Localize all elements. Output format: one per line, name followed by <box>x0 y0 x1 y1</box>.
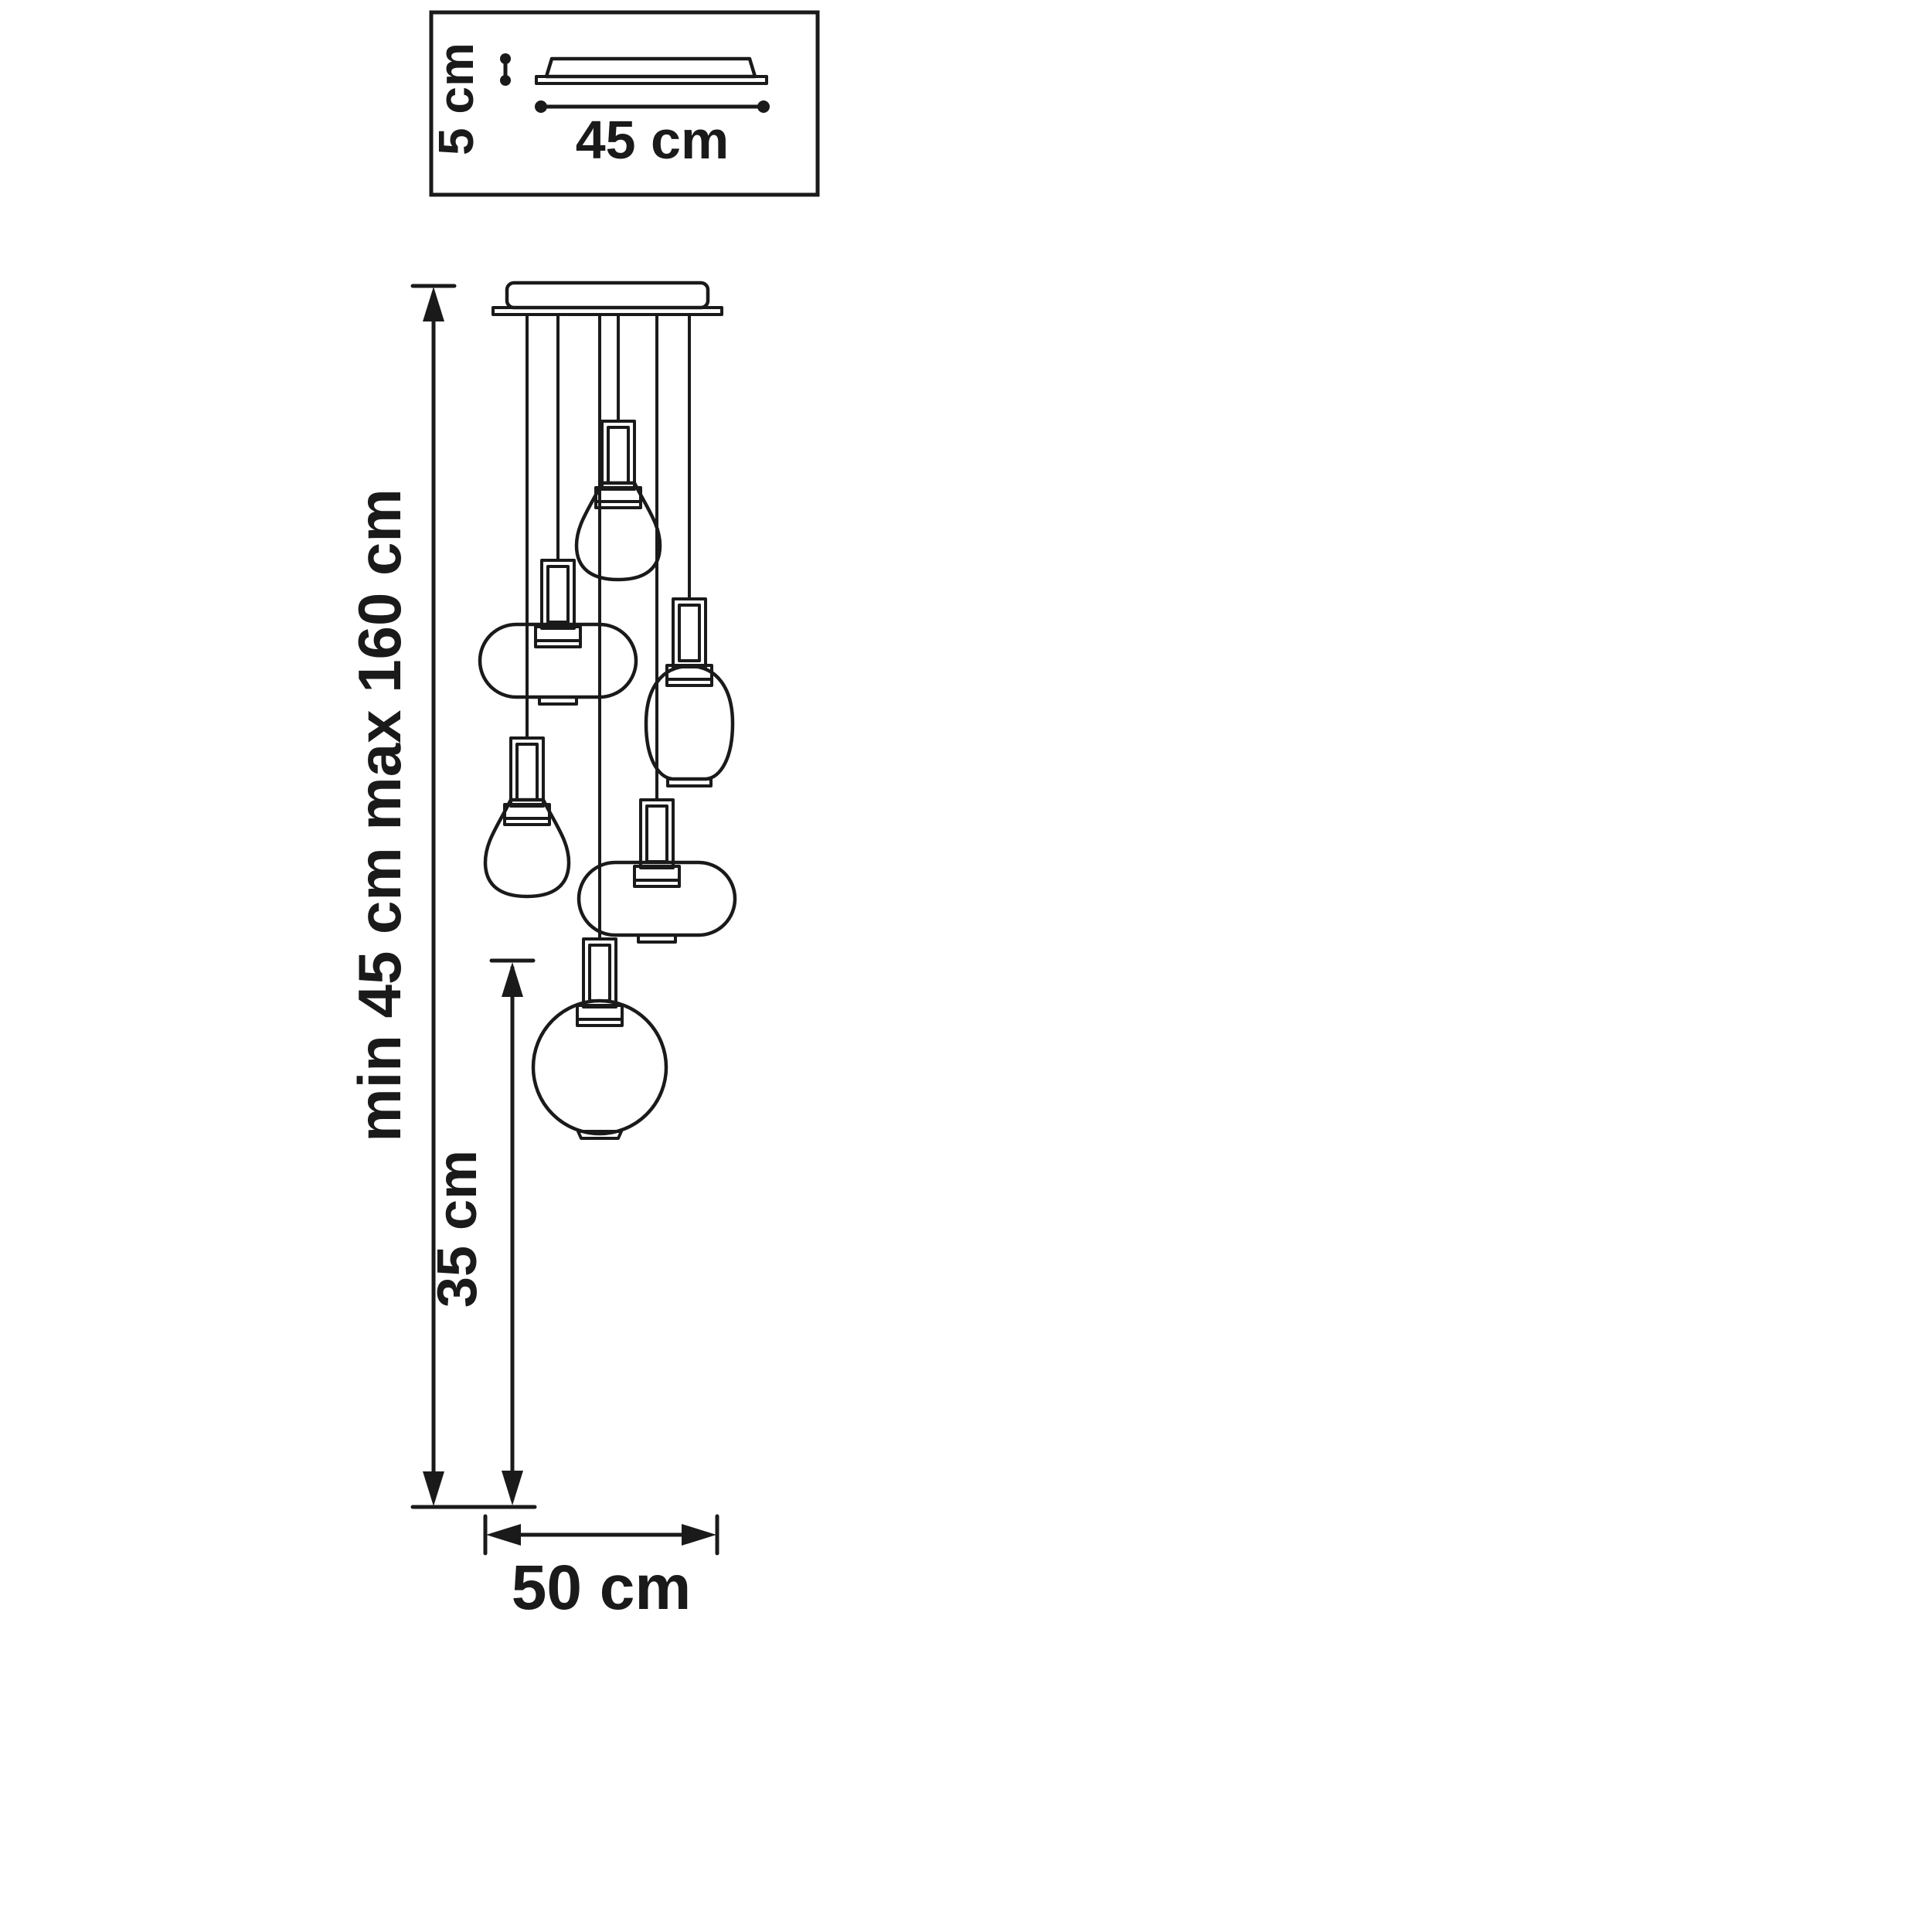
lamp-socket-ring <box>576 1018 624 1027</box>
base-width-label: 50 cm <box>512 1553 692 1623</box>
canopy-width-label: 45 cm <box>576 110 729 170</box>
lamp-socket-ring <box>594 500 642 509</box>
arrow-left-icon <box>486 1524 521 1546</box>
glass-shade <box>574 481 662 582</box>
shade-height-dimension: 35 cm <box>427 958 536 1505</box>
overall-height-dimension: min 45 cm max 160 cm <box>345 284 537 1509</box>
canopy-height-label: 5 cm <box>428 43 484 155</box>
lamp-tube-inner <box>678 604 701 662</box>
lamp-socket-ring <box>665 678 713 687</box>
ceiling-plate-flange <box>492 306 723 316</box>
canopy-panel-border <box>429 10 820 197</box>
cables <box>526 315 691 940</box>
glass-shade-base <box>666 777 713 787</box>
canopy-height-dimension: 5 cm <box>428 43 511 155</box>
pendant-shade-1 <box>574 420 662 582</box>
lamp-socket-ring <box>503 817 551 826</box>
arrow-up-icon <box>502 962 523 997</box>
arrow-right-icon <box>682 1524 716 1546</box>
canopy-width-dimension: 45 cm <box>535 100 770 170</box>
glass-shade <box>577 860 737 937</box>
arrow-down-icon <box>423 1471 444 1506</box>
ceiling-plate <box>492 281 723 316</box>
lamp-tube-inner <box>515 743 539 801</box>
pendant-shade-3 <box>644 597 735 787</box>
glass-shade-base <box>637 934 677 944</box>
arrow-up-icon <box>423 287 444 321</box>
lamp-tube-inner <box>645 804 668 863</box>
glass-shade <box>644 664 735 781</box>
canopy-base-flange <box>535 75 768 85</box>
width-dimension: 50 cm <box>483 1514 719 1623</box>
lamp-socket-ring <box>633 879 681 888</box>
canopy-profile <box>544 56 757 79</box>
glass-shade <box>478 622 638 699</box>
lamp-tube-inner <box>588 944 611 1002</box>
lamp-tube-inner <box>607 426 630 485</box>
ceiling-plate-body <box>505 281 710 310</box>
pendant-shade-6 <box>531 937 668 1140</box>
glass-shade-base <box>577 1130 623 1140</box>
pendant-shade-4 <box>483 736 571 899</box>
shade-height-label: 35 cm <box>427 1150 488 1308</box>
glass-shade <box>483 798 571 899</box>
arrow-down-icon <box>502 1471 523 1505</box>
overall-height-label: min 45 cm max 160 cm <box>345 488 413 1142</box>
canopy-detail-panel: 5 cm 45 cm <box>428 10 820 197</box>
pendant-shade-5 <box>577 798 737 944</box>
lamp-socket-ring <box>534 639 582 648</box>
pendant-shade-2 <box>478 559 638 706</box>
lamp-tube-inner <box>546 565 570 624</box>
glass-shade-base <box>538 696 578 706</box>
